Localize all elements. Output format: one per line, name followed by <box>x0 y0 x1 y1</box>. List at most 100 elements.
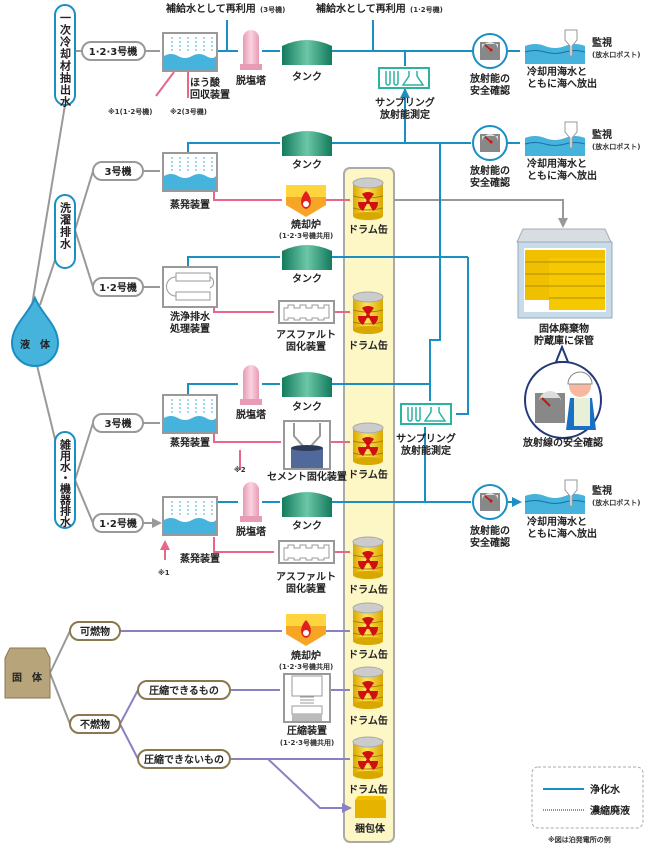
desalt-label: 脱塩塔 <box>236 74 267 87</box>
misc-unit3-label: 3号機 <box>105 417 132 430</box>
drum-icon <box>352 422 384 466</box>
legend-purified: 浄化水 <box>590 783 621 796</box>
laundry-labels: 蒸発装置 タンク 焼却炉 (1·2·3号機共用) ドラム缶 洗浄排水 処理装置 … <box>169 159 388 353</box>
check-label: 安全確認 <box>470 84 510 97</box>
evaporator-icon <box>162 152 218 192</box>
boric-label: 回収装置 <box>190 88 230 101</box>
check-label: 放射能の <box>469 164 510 177</box>
drum-icon <box>352 291 384 335</box>
sampling-label: 放射能測定 <box>400 444 451 457</box>
desalination-tower-icon <box>240 365 262 405</box>
desalination-tower-icon <box>240 30 262 70</box>
storage-building-icon <box>516 228 613 319</box>
solid-pills <box>69 621 231 769</box>
misc-unit12-label: 1·2号機 <box>99 517 137 530</box>
note1-label: ※1 <box>158 568 170 577</box>
worker-inspection-icon <box>524 344 602 439</box>
unit-pills <box>81 41 146 533</box>
drum-label: ドラム缶 <box>348 648 388 661</box>
desalination-tower-icon <box>240 482 262 522</box>
solid-box: 固 体 <box>4 647 51 699</box>
drum-label: ドラム缶 <box>348 223 388 236</box>
laundry-unit12-label: 1·2号機 <box>99 281 137 294</box>
post-label: (放水口ポスト) <box>592 498 640 507</box>
primary-labels: 補給水として再利用 (3号機) 補給水として再利用 (1·2号機) ほう酸 回収… <box>108 2 443 121</box>
incinerator-icon <box>286 185 326 217</box>
combustible-label: 可燃物 <box>80 625 110 638</box>
reuse-3-note: (3号機) <box>260 5 285 14</box>
boric-label: ほう酸 <box>190 76 221 89</box>
drum-icon <box>352 666 384 710</box>
asphalt-solidifier-icon <box>278 300 335 324</box>
note2-label: ※2(3号機) <box>170 107 207 116</box>
solid-label: 固 体 <box>12 671 43 684</box>
solid-flow-lines <box>119 630 350 808</box>
drum-icon <box>352 602 384 646</box>
storage-label: 固体廃棄物 <box>539 322 589 335</box>
tank-icon <box>282 40 332 65</box>
monitor-label: 監視 <box>592 128 612 141</box>
tank-label: タンク <box>292 273 322 285</box>
sampling-label: サンプリング <box>375 96 435 109</box>
post-label: (放水口ポスト) <box>592 142 640 151</box>
radiation-meter-icon <box>472 33 508 69</box>
drum-icon <box>352 536 384 580</box>
incinerator-label: 焼却炉 <box>291 649 321 662</box>
cement-solidifier-icon <box>283 420 331 470</box>
boric-acid-recovery-icon <box>162 32 218 72</box>
tank-label: タンク <box>292 159 322 171</box>
drum-icon <box>352 177 384 221</box>
drum-label: ドラム缶 <box>348 583 388 596</box>
noncombustible-label: 不燃物 <box>80 718 110 731</box>
radiation-meter-icon <box>472 125 508 161</box>
monitor-label: 監視 <box>592 36 612 49</box>
asphalt-label: アスファルト <box>276 571 336 583</box>
incompressible-label: 圧縮できないもの <box>144 753 224 766</box>
evap-label: 蒸発装置 <box>170 436 210 449</box>
legend-footnote: ※図は泊発電所の例 <box>548 835 611 844</box>
sampling-flask-icon <box>378 67 430 89</box>
release-label: ともに海へ放出 <box>527 77 597 90</box>
evap-label: 蒸発装置 <box>170 198 210 211</box>
reuse-12-note: (1·2号機) <box>410 5 443 14</box>
misc-drain-pill <box>54 431 76 529</box>
primary-coolant-label: 一次冷却材抽出水 <box>59 12 72 108</box>
release-labels: 放射能の 安全確認 監視 (放水口ポスト) 冷却用海水と ともに海へ放出 放射能… <box>469 36 640 549</box>
evaporator-icon <box>162 496 218 536</box>
sea-outlet-icon <box>524 479 586 515</box>
incinerator-icon <box>286 614 326 646</box>
check-label: 安全確認 <box>470 536 510 549</box>
note2-label: ※2 <box>234 465 246 474</box>
monitor-label: 監視 <box>592 484 612 497</box>
branch-lines <box>31 50 568 725</box>
laundry-pill <box>54 194 76 269</box>
shared-label: (1·2·3号機共用) <box>279 231 333 240</box>
concentrated-waste-lines <box>155 71 350 560</box>
release-label: 冷却用海水と <box>527 515 587 528</box>
desalt-label: 脱塩塔 <box>236 525 267 538</box>
release-label: ともに海へ放出 <box>527 169 597 182</box>
unit-123-label: 1·2·3号機 <box>89 45 137 58</box>
misc-labels: 脱塩塔 タンク 蒸発装置 ※2 セメント固化装置 ドラム缶 脱塩塔 タンク 蒸発… <box>158 401 456 596</box>
asphalt-label: アスファルト <box>276 329 336 341</box>
desalt-label: 脱塩塔 <box>236 408 267 421</box>
incinerator-label: 焼却炉 <box>291 218 321 231</box>
radiation-meter-icon <box>472 484 508 520</box>
wash-label: 処理装置 <box>169 322 210 335</box>
check-label: 安全確認 <box>470 176 510 189</box>
shared-label: (1·2·3号機共用) <box>279 662 333 671</box>
tank-icon <box>282 492 332 517</box>
solids-labels: 焼却炉 (1·2·3号機共用) ドラム缶 圧縮装置 (1·2·3号機共用) ドラ… <box>279 648 388 835</box>
tank-label: タンク <box>292 520 322 532</box>
package-label: 梱包体 <box>355 822 386 835</box>
cement-label: セメント固化装置 <box>267 470 347 483</box>
liquid-label: 液 体 <box>20 338 51 351</box>
asphalt-label: 固化装置 <box>286 582 326 595</box>
sea-outlet-icon <box>524 121 586 157</box>
sampling-label: サンプリング <box>396 432 456 445</box>
misc-drain-label: 雑用水・機器排水 <box>59 438 73 528</box>
release-label: 冷却用海水と <box>527 157 587 170</box>
inspection-label: 放射線の安全確認 <box>522 436 603 449</box>
check-label: 放射能の <box>469 524 510 537</box>
